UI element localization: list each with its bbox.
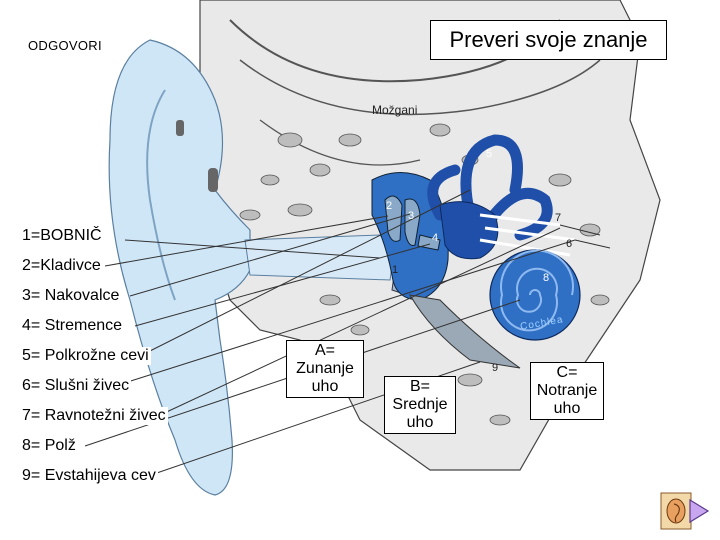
legend-item-6: 6= Slušni živec — [20, 377, 131, 395]
legend-item-9: 9= Evstahijeva cev — [20, 467, 158, 485]
page-title: Preveri svoje znanje — [430, 20, 667, 60]
legend-item-7: 7= Ravnotežni živec — [20, 407, 168, 425]
diagram-number-3: 3 — [408, 210, 414, 222]
part-inner-ear-label: C= Notranje uho — [530, 362, 604, 420]
legend-item-5: 5= Polkrožne cevi — [20, 347, 151, 365]
brain-label: Možgani — [372, 103, 417, 117]
diagram-number-2: 2 — [386, 200, 392, 212]
next-slide-button[interactable] — [660, 492, 710, 530]
odgovori-label: ODGOVORI — [28, 38, 102, 53]
part-outer-ear-label: A= Zunanje uho — [286, 340, 364, 398]
legend-item-8: 8= Polž — [20, 437, 78, 455]
diagram-number-8: 8 — [543, 272, 549, 284]
legend-item-2: 2=Kladivce — [20, 257, 103, 275]
diagram-number-7: 7 — [555, 212, 561, 224]
diagram-number-4: 4 — [432, 232, 438, 244]
diagram-number-5: 5 — [486, 148, 492, 160]
diagram-number-6: 6 — [566, 238, 572, 250]
next-arrow-icon — [660, 492, 710, 530]
part-middle-ear-label: B= Srednje uho — [384, 376, 456, 434]
legend-item-1: 1=BOBNIČ — [20, 227, 104, 245]
diagram-number-9: 9 — [492, 362, 498, 374]
legend-item-4: 4= Stremence — [20, 317, 124, 335]
diagram-number-1: 1 — [392, 264, 398, 276]
legend-item-3: 3= Nakovalce — [20, 287, 121, 305]
vestibule — [440, 202, 498, 259]
